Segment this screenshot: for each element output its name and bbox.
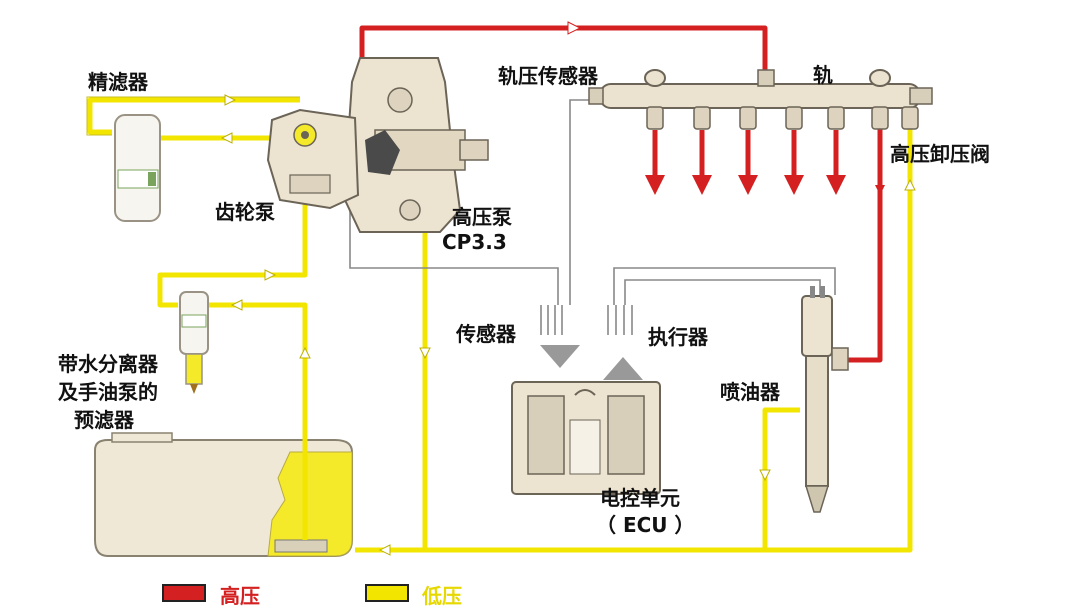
label-injector: 喷油器 [720, 380, 780, 404]
pre-filter [179, 291, 209, 394]
low-pressure-line-outline [86, 96, 300, 136]
sensor-arrow [540, 345, 580, 368]
legend-low-label: 低压 [422, 584, 462, 608]
label-hp-pump-model: CP3.3 [442, 230, 507, 254]
rail-outlets [646, 106, 919, 130]
label-prefilter-2: 及手油泵的 [58, 380, 158, 404]
high-pressure-lines [359, 25, 883, 363]
label-rail: 轨 [813, 63, 833, 87]
high-pressure-arrow [567, 21, 582, 35]
legend-high-label: 高压 [220, 584, 260, 608]
injector [801, 286, 849, 513]
label-rail-pressure-sensor: 轨压传感器 [498, 64, 598, 88]
low-pressure-arrows [220, 94, 916, 556]
label-actuators: 执行器 [648, 325, 708, 349]
ecu-unit [511, 381, 661, 495]
label-ecu-abbrev: （ ECU ） [596, 513, 695, 537]
label-hp-pump-name: 高压泵 [452, 205, 512, 229]
label-relief-valve: 高压卸压阀 [890, 142, 990, 166]
label-prefilter-3: 预滤器 [74, 408, 134, 432]
high-pressure-pump [343, 57, 489, 233]
legend-high-swatch [162, 584, 206, 602]
label-gear-pump: 齿轮泵 [215, 200, 275, 224]
legend-low-swatch [365, 584, 409, 602]
actuator-arrow [603, 357, 643, 380]
gear-pump [266, 108, 360, 210]
common-rail [588, 69, 933, 109]
label-fine-filter: 精滤器 [88, 70, 148, 94]
label-ecu: 电控单元 [600, 486, 680, 510]
label-prefilter-1: 带水分离器 [58, 352, 158, 376]
label-sensors: 传感器 [456, 322, 516, 346]
relief-arrow [875, 185, 885, 195]
fuel-tank [94, 432, 353, 557]
fine-filter [114, 114, 161, 222]
